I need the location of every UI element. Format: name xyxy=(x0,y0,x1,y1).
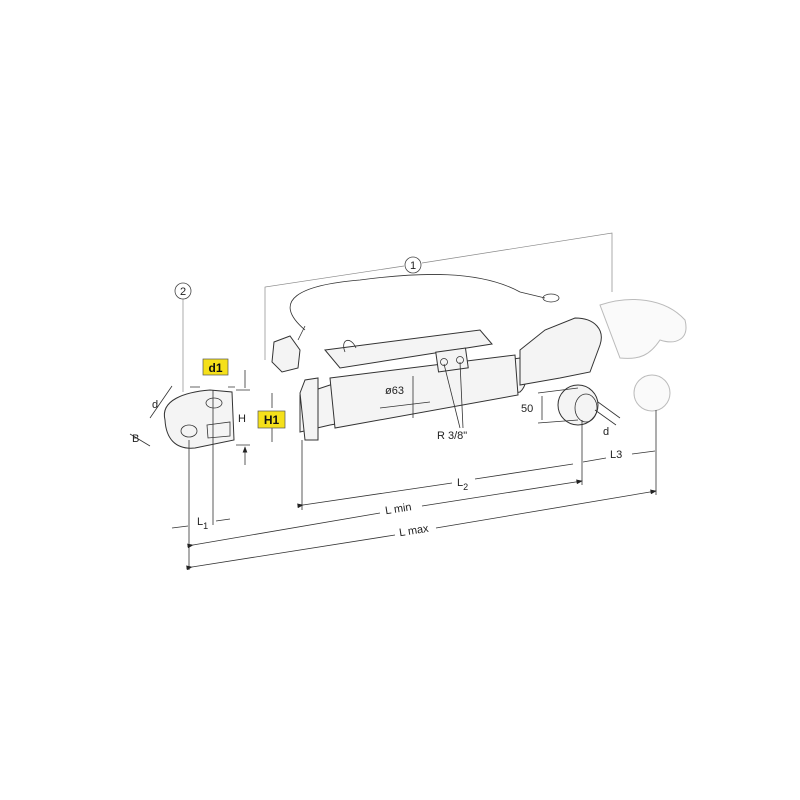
label-L2-main: L xyxy=(457,477,463,489)
callout-circle-1 xyxy=(404,256,422,274)
cable-loop xyxy=(542,293,560,303)
label-clevis-B: B xyxy=(132,433,139,445)
callout-number-2: 2 xyxy=(180,286,186,298)
label-ball-height: 50 xyxy=(521,403,533,415)
callout-circle-2 xyxy=(174,282,192,300)
label-L2-sub: 2 xyxy=(463,482,468,492)
label-L2: L2 xyxy=(457,477,468,492)
callout-2: 2 xyxy=(174,282,192,392)
label-clevis-H: H xyxy=(238,413,246,425)
label-d1: d1 xyxy=(208,361,222,375)
callout-bracket-1: 1 xyxy=(264,232,613,360)
label-Lmax: L max xyxy=(398,523,430,540)
ghost-hook-outline xyxy=(599,299,687,412)
label-L3: L3 xyxy=(610,449,622,461)
spring-clip xyxy=(271,325,306,373)
clevis-part xyxy=(163,389,235,449)
d1-highlight-box xyxy=(202,358,229,376)
ball-end xyxy=(557,384,599,426)
lock-cable xyxy=(289,274,546,331)
label-clevis-d: d xyxy=(152,399,158,411)
label-L1: L1 xyxy=(197,516,208,531)
label-L1-sub: 1 xyxy=(203,521,208,531)
label-diameter: ø63 xyxy=(385,385,404,397)
label-Lmin: L min xyxy=(384,501,412,517)
label-H1: H1 xyxy=(264,413,280,427)
H1-highlight-box xyxy=(257,410,286,429)
dimension-lines xyxy=(129,361,656,570)
callout-number-1: 1 xyxy=(410,260,416,272)
label-ball-d: d xyxy=(603,426,609,438)
label-L1-main: L xyxy=(197,516,203,528)
label-thread: R 3/8" xyxy=(437,430,467,442)
